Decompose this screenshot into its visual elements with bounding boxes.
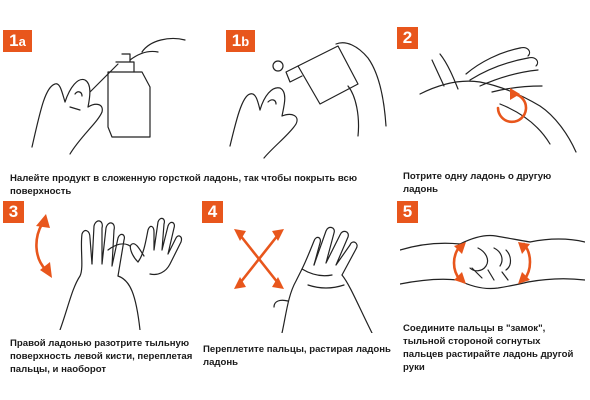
step-2-illustration	[419, 47, 577, 153]
step-2-caption: Потрите одну ладонь о другую ладонь	[403, 171, 552, 195]
step-4-badge: 4	[202, 201, 223, 223]
step-3-caption: Правой ладонью разотрите тыльную поверхн…	[10, 338, 193, 375]
step-5-badge: 5	[397, 201, 418, 223]
step-1b-illustration	[229, 42, 387, 159]
step-4-caption: Переплетите пальцы, растирая ладонь ладо…	[203, 344, 391, 368]
step-1a-illustration	[31, 37, 186, 155]
step-1b-badge: 1b	[226, 30, 255, 52]
step-2-badge: 2	[397, 27, 418, 49]
step-4-illustration	[234, 226, 373, 333]
step-3-illustration	[35, 214, 183, 330]
step-1a-badge: 1a	[3, 30, 32, 52]
step-1a-caption: Налейте продукт в сложенную горсткой лад…	[10, 173, 358, 197]
step-5-caption: Соедините пальцы в "замок", тыльной стор…	[403, 323, 574, 373]
step-5-illustration	[400, 234, 585, 290]
step-3-badge: 3	[3, 201, 24, 223]
